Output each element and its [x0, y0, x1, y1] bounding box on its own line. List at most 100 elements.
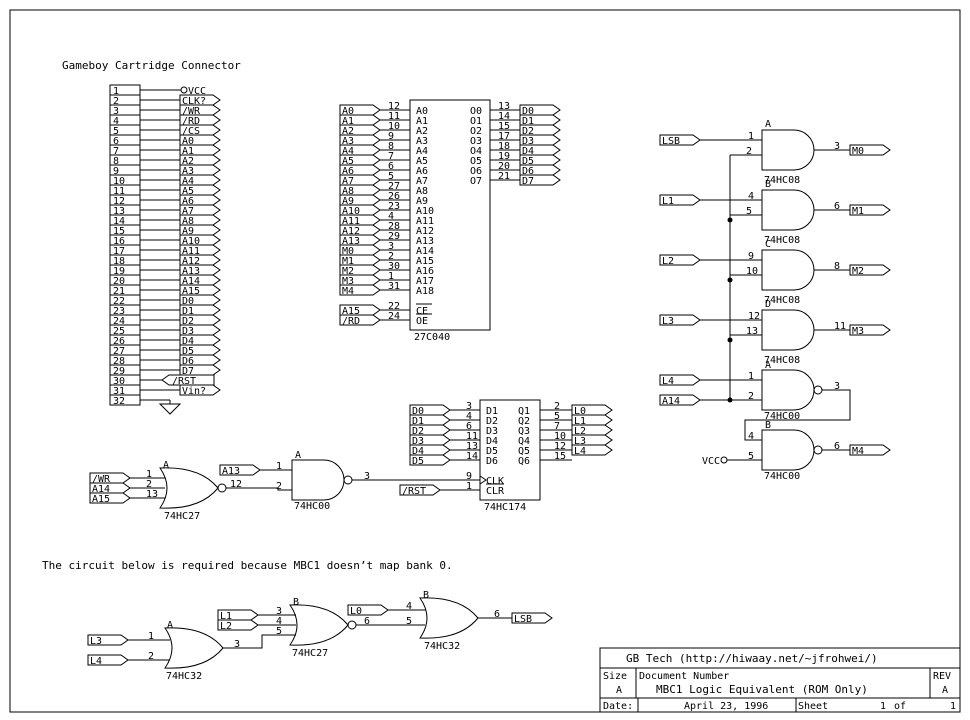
rom-output-label: D1: [522, 116, 534, 127]
rom-pin-number: 28: [388, 221, 400, 232]
connector-pin-number: 4: [113, 116, 119, 127]
and-input-label: LSB: [662, 136, 680, 147]
rom-pin-name: O7: [470, 176, 482, 187]
rom-pin-name: O0: [470, 106, 482, 117]
rom-input-label: M4: [342, 286, 354, 297]
rom-pin-name: A1: [416, 116, 428, 127]
gate-pin-number: 5: [746, 206, 752, 217]
rom-output-label: D6: [522, 166, 534, 177]
title-block: GB Tech (http://hiwaay.net/~jfrohwei/) S…: [599, 647, 961, 713]
rom-ctrl-input-flag: [339, 314, 381, 326]
and-gate: [761, 129, 815, 171]
connector-signal-label: D2: [182, 316, 194, 327]
rom-pin-name: A11: [416, 216, 434, 227]
latch-input-flag: [409, 434, 451, 446]
latch-pin-number: 5: [554, 411, 560, 422]
connector-signal-flag: [179, 254, 221, 266]
gate-pin-number: 1: [276, 461, 282, 472]
latch-part-label: 74HC174: [484, 502, 526, 513]
rom-ctrl-input-flag: [339, 304, 381, 316]
rom-pin-number: 1: [388, 271, 394, 282]
connector-signal-flag: [179, 244, 221, 256]
or-b-gate: [419, 597, 479, 639]
nand-mid-input-flag: [219, 464, 261, 476]
gate-part-label: 74HC27: [164, 511, 200, 522]
rom-input-flag: [339, 264, 381, 276]
connector-signal-label: A13: [182, 266, 200, 277]
rom-input-label: A13: [342, 236, 360, 247]
rom-pin-name: CE: [416, 306, 428, 317]
gate-pin-number: 6: [494, 609, 500, 620]
gate-pin-number: 6: [834, 201, 840, 212]
rom-body: [409, 99, 491, 331]
connector-signal-flag: [179, 124, 221, 136]
title-block-rev: A: [942, 685, 948, 696]
title-block-sheets: 1: [950, 701, 956, 712]
latch-pin-number: 14: [466, 451, 478, 462]
gate-unit-label: B: [765, 179, 771, 190]
nand-mid-input-label: A13: [222, 466, 240, 477]
nor3-gate: [159, 467, 219, 509]
gate-part-label: 74HC32: [424, 641, 460, 652]
rom-input-flag: [339, 114, 381, 126]
connector-signal-label: A15: [182, 286, 200, 297]
rom-pin-name: A4: [416, 146, 428, 157]
rom-pin-number: 15: [498, 121, 510, 132]
and-input-label: L1: [662, 196, 674, 207]
latch-pin-name: Q6: [518, 456, 530, 467]
gate-pin-number: 12: [230, 479, 242, 490]
rom-input-label: A0: [342, 106, 354, 117]
latch-pin-number: 4: [466, 411, 472, 422]
gate-pin-number: 2: [276, 481, 282, 492]
rom-pin-number: 8: [388, 141, 394, 152]
title-block-of-label: of: [894, 701, 906, 712]
gate-pin-number: 13: [746, 326, 758, 337]
connector-signal-flag: [179, 384, 221, 396]
latch-input-flag: [409, 414, 451, 426]
connector-pin-number: 3: [113, 106, 119, 117]
rom-input-flag: [339, 224, 381, 236]
rom-pin-number: 29: [388, 231, 400, 242]
gate-unit-label: D: [765, 299, 771, 310]
rom-pin-name: O2: [470, 126, 482, 137]
rom-ctrl-input-label: A15: [342, 306, 360, 317]
rom-pin-name: OE: [416, 316, 428, 327]
connector-signal-flag: [179, 114, 221, 126]
rom-pin-name: O4: [470, 146, 482, 157]
junction-dot: [727, 337, 733, 343]
connector-signal-flag: [179, 354, 221, 366]
connector-signal-flag: [179, 294, 221, 306]
gate-pin-number: 1: [148, 631, 154, 642]
connector-signal-flag: [179, 174, 221, 186]
latch-input-flag: [409, 444, 451, 456]
gate-unit-label: A: [163, 460, 169, 471]
rom-pin-number: 23: [388, 201, 400, 212]
rom-pin-number: 6: [388, 161, 394, 172]
rom-output-flag: [519, 124, 561, 136]
connector-pin-number: 22: [113, 296, 125, 307]
latch-pin-name: D4: [486, 436, 498, 447]
gate-pin-number: 4: [748, 191, 754, 202]
connector-signal-label: CLK?: [182, 96, 206, 107]
ground-symbol: [158, 403, 182, 415]
rom-pin-number: 30: [388, 261, 400, 272]
rom-input-flag: [339, 254, 381, 266]
nand-mid-bubble: [343, 475, 353, 485]
latch-output-flag: [571, 444, 613, 456]
gate-part-label: 74HC27: [292, 648, 328, 659]
gate-pin-number: 8: [834, 261, 840, 272]
connector-pin-number: 7: [113, 146, 119, 157]
and-output-flag: [849, 204, 891, 216]
junction-dot: [727, 277, 733, 283]
rom-input-label: A12: [342, 226, 360, 237]
rom-ctrl-input-label: /RD: [342, 316, 360, 327]
latch-input-flag: [409, 424, 451, 436]
rom-output-flag: [519, 104, 561, 116]
rom-pin-name: A8: [416, 186, 428, 197]
title-block-rev-label: REV: [933, 671, 951, 682]
latch-clr-input-label: /RST: [402, 486, 426, 497]
rom-input-flag: [339, 214, 381, 226]
connector-signal-label: D1: [182, 306, 194, 317]
or-a-input-flag: [87, 634, 129, 646]
